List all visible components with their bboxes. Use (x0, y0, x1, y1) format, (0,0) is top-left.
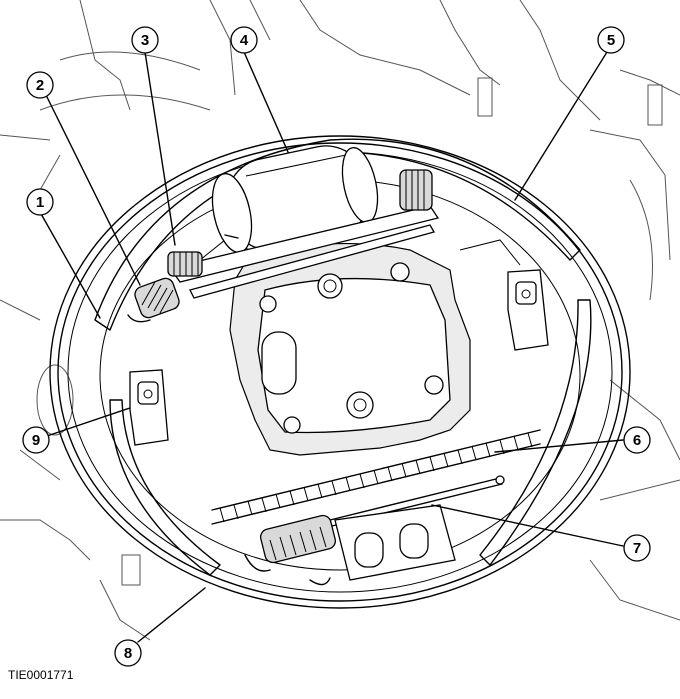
callout-9: 9 (22, 426, 50, 454)
upper-spring-right-coil (399, 169, 433, 211)
adjuster-spring (127, 277, 180, 323)
callout-8: 8 (114, 639, 142, 667)
callout-5: 5 (597, 26, 625, 54)
hold-down-clip-right (507, 269, 549, 351)
cable-spring-lever (244, 475, 505, 586)
callout-4: 4 (230, 26, 258, 54)
upper-spring-bar (167, 169, 440, 299)
hold-down-clip-left (129, 369, 169, 446)
leader-line-5 (514, 51, 608, 201)
svg-text:3: 3 (141, 32, 149, 49)
svg-text:9: 9 (32, 432, 40, 449)
svg-text:5: 5 (607, 32, 615, 49)
upper-spring-left-coil (167, 251, 203, 277)
leader-line-1 (39, 211, 101, 319)
leader-line-9 (46, 407, 131, 437)
leader-line-8 (137, 587, 206, 643)
leader-line-3 (144, 51, 176, 246)
background-chassis (0, 0, 680, 641)
svg-text:1: 1 (36, 194, 44, 211)
figure-reference-code: TIE0001771 (8, 668, 74, 682)
svg-text:4: 4 (240, 32, 249, 49)
leader-line-7 (431, 504, 624, 547)
callout-1: 1 (26, 188, 54, 216)
leader-line-2 (45, 94, 141, 286)
callout-7: 7 (623, 534, 651, 562)
svg-text:7: 7 (633, 540, 641, 557)
leader-line-4 (243, 51, 289, 153)
callouts: 1 2 3 4 5 6 7 8 9 (22, 26, 651, 667)
leader-line-6 (494, 439, 624, 453)
svg-text:2: 2 (36, 77, 44, 94)
callout-3: 3 (131, 26, 159, 54)
svg-text:8: 8 (124, 645, 132, 662)
leader-lines (39, 51, 624, 643)
lower-return-spring (211, 429, 541, 525)
hub-plate (199, 239, 521, 456)
svg-text:6: 6 (633, 432, 641, 449)
callout-6: 6 (623, 426, 651, 454)
callout-2: 2 (26, 71, 54, 99)
